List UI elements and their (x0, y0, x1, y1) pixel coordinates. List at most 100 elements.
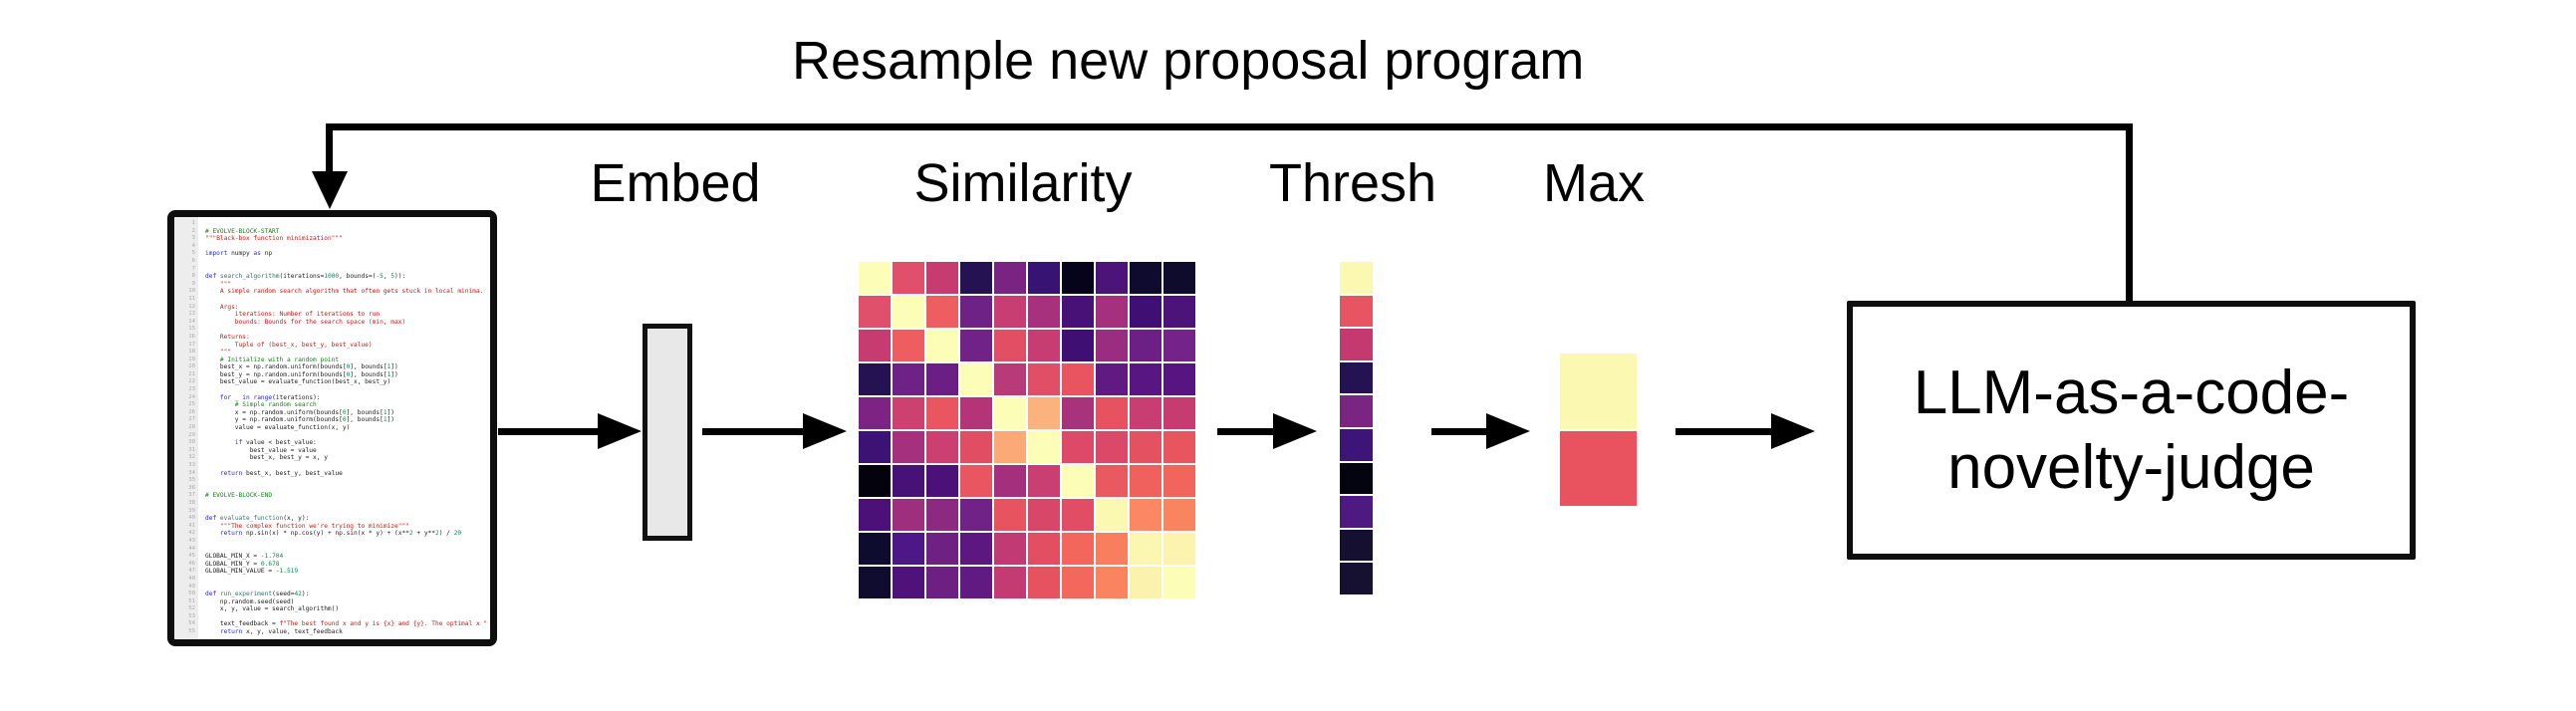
thresh-cell (1340, 262, 1373, 294)
heatmap-cell (1028, 499, 1060, 531)
heatmap-cell (994, 262, 1026, 294)
heatmap-cell (960, 431, 992, 463)
heatmap-cell (994, 397, 1026, 429)
heatmap-cell (1062, 262, 1094, 294)
heatmap-cell (859, 363, 891, 395)
thresh-cell (1340, 462, 1373, 495)
heatmap-cell (893, 465, 924, 497)
arrow-right-icon (1486, 413, 1530, 449)
arrow-max-to-llm (1675, 428, 1775, 435)
heatmap-cell (926, 567, 958, 598)
max-cell (1560, 354, 1637, 429)
heatmap-cell (1163, 533, 1195, 565)
heatmap-cell (960, 262, 992, 294)
heatmap-cell (859, 296, 891, 328)
heatmap-cell (1028, 330, 1060, 361)
heatmap-cell (926, 296, 958, 328)
heatmap-cell (994, 363, 1026, 395)
heatmap-cell (893, 431, 924, 463)
heatmap-cell (1062, 296, 1094, 328)
heatmap-cell (1130, 465, 1161, 497)
heatmap-cell (1163, 363, 1195, 395)
heatmap-cell (1096, 330, 1128, 361)
label-thresh: Thresh (1268, 153, 1437, 213)
thresh-cell (1340, 295, 1373, 328)
heatmap-cell (893, 262, 924, 294)
heatmap-cell (960, 465, 992, 497)
llm-judge-label-line1: LLM-as-a-code- (1913, 357, 2350, 427)
heatmap-cell (994, 330, 1026, 361)
heatmap-cell (1130, 363, 1161, 395)
heatmap-cell (893, 499, 924, 531)
code-lines: # EVOLVE-BLOCK-START"""Black-box functio… (205, 227, 488, 636)
heatmap-cell (960, 296, 992, 328)
heatmap-cell (1062, 499, 1094, 531)
arrow-down-icon (312, 171, 348, 209)
arrow-right-icon (598, 413, 642, 449)
heatmap-cell (859, 330, 891, 361)
heatmap-cell (1028, 431, 1060, 463)
heatmap-cell (1163, 431, 1195, 463)
heatmap-cell (960, 533, 992, 565)
max-cell (1560, 430, 1637, 506)
heatmap-cell (960, 397, 992, 429)
heatmap-cell (1028, 567, 1060, 598)
label-embed: Embed (590, 153, 761, 213)
heatmap-cell (960, 330, 992, 361)
heatmap-cell (893, 567, 924, 598)
heatmap-cell (1096, 296, 1128, 328)
heatmap-cell (1163, 397, 1195, 429)
heatmap-cell (926, 465, 958, 497)
heatmap-cell (859, 465, 891, 497)
heatmap-cell (926, 431, 958, 463)
thresh-cell (1340, 395, 1373, 427)
heatmap-cell (859, 499, 891, 531)
heatmap-cell (1096, 499, 1128, 531)
similarity-heatmap (859, 262, 1195, 598)
thresh-cell (1340, 529, 1373, 562)
heatmap-cell (1130, 397, 1161, 429)
embed-vector-bar (643, 324, 692, 541)
feedback-loop-label: Resample new proposal program (792, 31, 1585, 91)
arrow-right-icon (1771, 413, 1815, 449)
heatmap-cell (994, 499, 1026, 531)
heatmap-cell (1062, 330, 1094, 361)
heatmap-cell (994, 465, 1026, 497)
heatmap-cell (1096, 533, 1128, 565)
label-similarity: Similarity (913, 153, 1133, 213)
heatmap-cell (1130, 533, 1161, 565)
heatmap-cell (926, 330, 958, 361)
arrow-similarity-to-thresh (1217, 428, 1277, 435)
heatmap-cell (1130, 262, 1161, 294)
llm-judge-box: LLM-as-a-code- novelty-judge (1847, 301, 2416, 560)
heatmap-cell (893, 296, 924, 328)
heatmap-cell (994, 567, 1026, 598)
heatmap-cell (926, 262, 958, 294)
heatmap-cell (859, 431, 891, 463)
heatmap-cell (893, 363, 924, 395)
heatmap-cell (1096, 363, 1128, 395)
heatmap-cell (926, 499, 958, 531)
heatmap-cell (1062, 567, 1094, 598)
thresh-cell (1340, 361, 1373, 394)
heatmap-cell (1096, 397, 1128, 429)
feedback-line-left (326, 123, 333, 173)
heatmap-cell (994, 431, 1026, 463)
heatmap-cell (893, 533, 924, 565)
heatmap-cell (859, 533, 891, 565)
thresh-cell (1340, 496, 1373, 528)
heatmap-cell (1062, 533, 1094, 565)
heatmap-cell (1096, 431, 1128, 463)
arrow-right-icon (803, 413, 847, 449)
heatmap-cell (1028, 262, 1060, 294)
heatmap-cell (1130, 499, 1161, 531)
heatmap-cell (926, 363, 958, 395)
llm-judge-label-line2: novelty-judge (1947, 433, 2315, 502)
heatmap-cell (926, 397, 958, 429)
heatmap-cell (960, 499, 992, 531)
heatmap-cell (960, 363, 992, 395)
thresh-cell (1340, 329, 1373, 360)
heatmap-cell (859, 262, 891, 294)
